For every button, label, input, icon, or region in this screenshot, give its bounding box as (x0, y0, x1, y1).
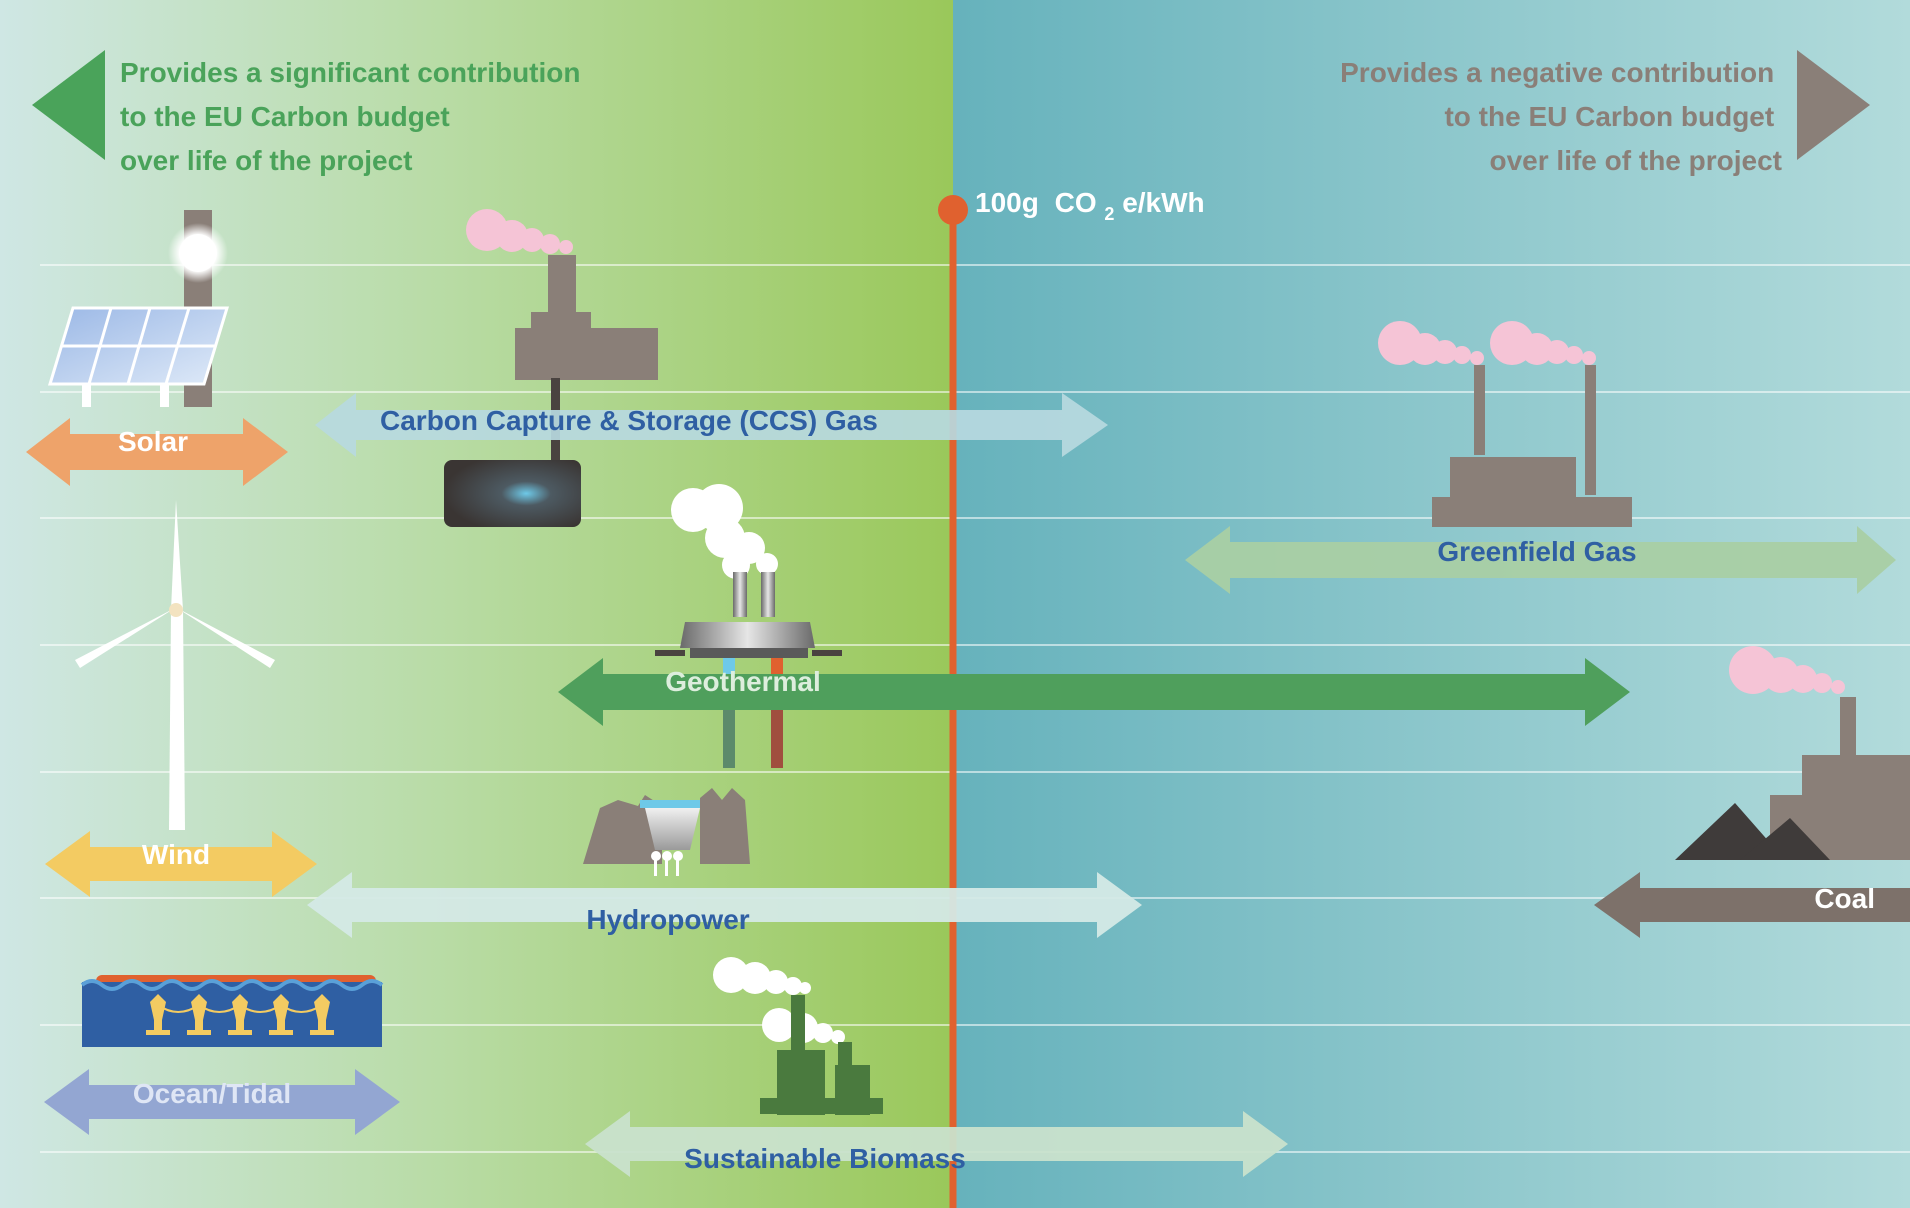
hydro-dam-icon (583, 788, 750, 876)
positive-caption-line-2: to the EU Carbon budget (120, 101, 450, 132)
greenfield-gas-label: Greenfield Gas (1437, 536, 1636, 567)
positive-contribution-caption: Provides a significant contribution to t… (120, 57, 588, 176)
left-direction-arrow-icon (32, 50, 105, 160)
negative-zone-background (953, 0, 1910, 1208)
gas-plant-icon (1378, 321, 1632, 527)
threshold-unit: e/kWh (1122, 187, 1204, 218)
hydropower-range-arrow: Hydropower (307, 872, 1142, 938)
ocean-tidal-range-arrow: Ocean/Tidal (44, 1069, 400, 1135)
negative-caption-line-1: Provides a negative contribution (1340, 57, 1774, 88)
solar-label: Solar (118, 426, 188, 457)
greenfield-gas-range-arrow: Greenfield Gas (1185, 526, 1896, 594)
threshold-marker (938, 195, 968, 225)
solar-panel-icon (47, 210, 230, 407)
positive-caption-line-1: Provides a significant contribution (120, 57, 581, 88)
geothermal-label: Geothermal (665, 666, 821, 697)
ccs-label: Carbon Capture & Storage (CCS) Gas (380, 405, 878, 436)
biomass-range-arrow: Sustainable Biomass (585, 1111, 1288, 1177)
wind-label: Wind (142, 839, 210, 870)
coal-range-arrow: Coal (1594, 872, 1910, 938)
coal-label: Coal (1814, 883, 1875, 914)
biomass-plant-icon (713, 957, 883, 1115)
ocean-tidal-label: Ocean/Tidal (133, 1078, 291, 1109)
wind-turbine-icon (75, 500, 275, 830)
geothermal-range-arrow: Geothermal (558, 658, 1630, 726)
ccs-range-arrow: Carbon Capture & Storage (CCS) Gas (315, 393, 1108, 457)
threshold-co: CO (1055, 187, 1097, 218)
positive-caption-line-3: over life of the project (120, 145, 413, 176)
threshold-value: 100g (975, 187, 1039, 218)
solar-range-arrow: Solar (26, 418, 288, 486)
coal-plant-icon (1675, 646, 1910, 860)
threshold-subscript: 2 (1104, 204, 1114, 224)
wind-range-arrow: Wind (45, 831, 317, 897)
right-direction-arrow-icon (1797, 50, 1870, 160)
negative-caption-line-2: to the EU Carbon budget (1444, 101, 1774, 132)
negative-contribution-caption: Provides a negative contribution to the … (1340, 57, 1782, 176)
sustainable-biomass-label: Sustainable Biomass (684, 1143, 966, 1174)
negative-caption-line-3: over life of the project (1490, 145, 1783, 176)
threshold-label: 100g CO 2 e/kWh (975, 187, 1205, 226)
tidal-generator-icon (80, 975, 384, 1047)
hydropower-label: Hydropower (586, 904, 749, 935)
geothermal-plant-icon (655, 484, 842, 768)
